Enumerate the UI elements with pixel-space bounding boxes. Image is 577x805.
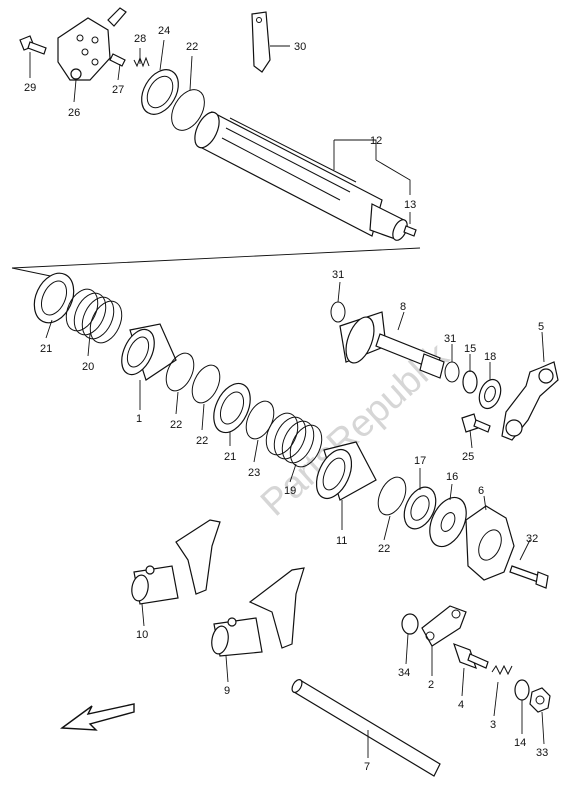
sleeve-part-11 [315,441,377,501]
label-9: 9 [224,685,230,697]
label-23: 23 [248,467,260,479]
bolt-part-4 [453,642,489,670]
washer-part-15 [462,370,478,394]
fork-shaft-part-7 [291,679,441,777]
label-13: 13 [404,199,416,211]
circlip-part-22-c [377,476,407,516]
shift-drum-part-12 [194,111,408,241]
washer-part-24 [141,69,179,115]
washer-part-21 [33,272,75,324]
label-33: 33 [536,747,548,759]
front-arrow-icon [60,703,135,731]
label-4: 4 [458,699,464,711]
bolt-part-32 [509,565,549,589]
label-27: 27 [112,84,124,96]
label-31-a: 31 [332,269,344,281]
label-12: 12 [370,135,382,147]
cam-plate-part-26 [57,7,127,81]
label-7: 7 [364,761,370,773]
label-30: 30 [294,41,306,53]
label-22-b: 22 [196,435,208,447]
washer-part-16 [429,496,467,548]
label-3: 3 [490,719,496,731]
label-24: 24 [158,25,170,37]
pin-part-27 [109,53,126,67]
label-20: 20 [82,361,94,373]
sleeve-part-1 [121,323,177,381]
seal-part-18 [478,378,502,410]
shift-fork-part-10 [131,519,221,605]
label-1: 1 [136,413,142,425]
shift-fork-part-9 [211,567,305,657]
spring-part-20 [65,288,123,344]
label-28: 28 [134,33,146,45]
label-8: 8 [400,301,406,313]
nut-part-33 [529,687,551,713]
label-16: 16 [446,471,458,483]
label-22-c: 22 [378,543,390,555]
label-22-a: 22 [170,419,182,431]
circlip-part-22-top [171,89,205,131]
label-29: 29 [24,82,36,94]
plate-part-2 [421,605,467,647]
bolt-part-25 [461,413,491,433]
label-5: 5 [538,321,544,333]
label-6: 6 [478,485,484,497]
washer-part-34 [401,613,419,635]
callout-labels: 29 26 27 28 24 22 30 12 13 21 20 1 22 22… [24,25,548,773]
label-18: 18 [484,351,496,363]
label-26: 26 [68,107,80,119]
washer-part-17 [403,486,437,530]
shaft-part-8 [339,311,445,379]
label-15: 15 [464,343,476,355]
bolt-part-29 [19,35,47,55]
label-25: 25 [462,451,474,463]
label-17: 17 [414,455,426,467]
circlip-part-22-a [165,352,195,392]
circlip-part-31-a [330,301,346,323]
label-14: 14 [514,737,526,749]
label-10: 10 [136,629,148,641]
label-32: 32 [526,533,538,545]
washer-part-21-b [213,382,251,434]
shift-arm-part-5 [501,361,559,441]
spring-part-3 [491,664,513,676]
label-21-a: 21 [40,343,52,355]
washer-part-14 [514,679,530,701]
circlip-part-22-b [191,364,221,404]
section-divider [11,247,421,269]
label-11: 11 [336,535,347,547]
spring-part-28 [133,56,150,68]
spring-part-19 [265,412,323,468]
pin-part-13 [403,225,417,237]
leader-lines [29,39,545,758]
pawl-part-30 [251,11,271,73]
label-31-b: 31 [444,333,456,345]
label-19: 19 [284,485,296,497]
label-34: 34 [398,667,410,679]
label-22-top: 22 [186,41,198,53]
gear-part-6 [465,505,515,581]
label-2: 2 [428,679,434,691]
label-21-b: 21 [224,451,236,463]
